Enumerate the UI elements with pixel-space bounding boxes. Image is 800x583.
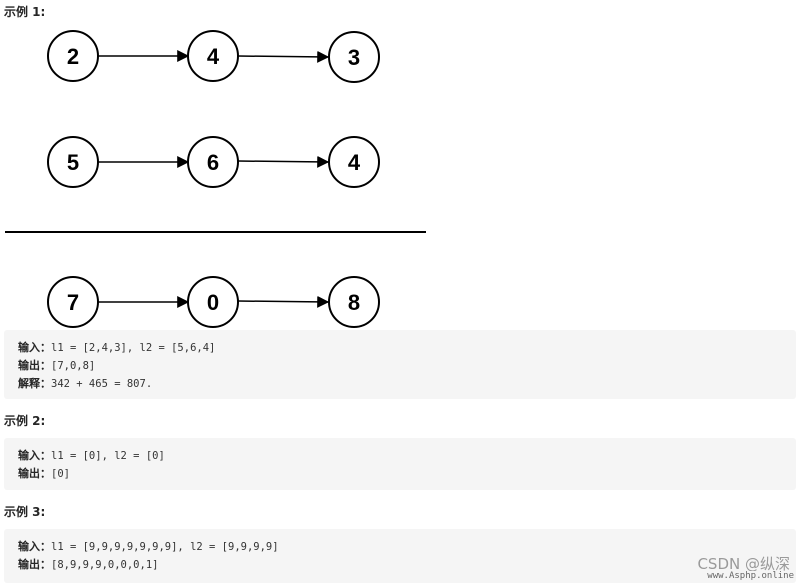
node-value: 5 — [67, 150, 79, 175]
output-line: 输出：[8,9,9,9,0,0,0,1] — [18, 556, 796, 574]
node-value: 3 — [348, 45, 360, 70]
output-label: 输出： — [18, 558, 51, 571]
output-value: [0] — [51, 468, 70, 480]
list-node — [187, 276, 239, 328]
explanation-line: 解释：342 + 465 = 807. — [18, 375, 796, 393]
node-value: 0 — [207, 290, 219, 315]
input-value: l1 = [0], l2 = [0] — [51, 450, 165, 462]
input-label: 输入： — [18, 540, 51, 553]
arrow — [237, 50, 330, 63]
node-value: 6 — [207, 150, 219, 175]
example-2-heading: 示例 2: — [4, 414, 46, 428]
example-3-heading: 示例 3: — [4, 505, 46, 519]
list-node — [328, 31, 380, 83]
node-value: 4 — [348, 150, 361, 175]
linked-list-diagram: 2 4 3 5 6 4 7 0 8 — [5, 30, 426, 328]
output-line: 输出：[0] — [18, 465, 796, 483]
arrow — [237, 295, 330, 308]
list-node — [328, 136, 380, 188]
example-2-code-block: 输入：l1 = [0], l2 = [0] 输出：[0] — [4, 438, 796, 490]
example-1-code-block: 输入：l1 = [2,4,3], l2 = [5,6,4] 输出：[7,0,8]… — [4, 330, 796, 399]
list-node — [187, 136, 239, 188]
csdn-watermark: CSDN @纵深 — [697, 555, 790, 573]
site-watermark: www.Asphp.online — [707, 571, 794, 581]
output-label: 输出： — [18, 359, 51, 372]
list-l2: 5 6 4 — [47, 136, 380, 188]
node-value: 4 — [207, 44, 220, 69]
node-value: 2 — [67, 44, 79, 69]
explanation-value: 342 + 465 = 807. — [51, 378, 153, 390]
arrow — [237, 155, 330, 168]
output-line: 输出：[7,0,8] — [18, 357, 796, 375]
list-result: 7 0 8 — [47, 276, 380, 328]
input-label: 输入： — [18, 449, 51, 462]
output-value: [7,0,8] — [51, 360, 96, 372]
input-value: l1 = [9,9,9,9,9,9,9], l2 = [9,9,9,9] — [51, 541, 279, 553]
output-label: 输出： — [18, 467, 51, 480]
input-label: 输入： — [18, 341, 51, 354]
input-line: 输入：l1 = [0], l2 = [0] — [18, 447, 796, 465]
node-value: 7 — [67, 290, 79, 315]
example-1-heading: 示例 1: — [4, 5, 46, 19]
list-l1: 2 4 3 — [47, 30, 380, 83]
explanation-label: 解释： — [18, 377, 51, 390]
input-value: l1 = [2,4,3], l2 = [5,6,4] — [51, 342, 216, 354]
list-node — [328, 276, 380, 328]
input-line: 输入：l1 = [2,4,3], l2 = [5,6,4] — [18, 339, 796, 357]
node-value: 8 — [348, 290, 360, 315]
input-line: 输入：l1 = [9,9,9,9,9,9,9], l2 = [9,9,9,9] — [18, 538, 796, 556]
output-value: [8,9,9,9,0,0,0,1] — [51, 559, 159, 571]
example-3-code-block: 输入：l1 = [9,9,9,9,9,9,9], l2 = [9,9,9,9] … — [4, 529, 796, 583]
